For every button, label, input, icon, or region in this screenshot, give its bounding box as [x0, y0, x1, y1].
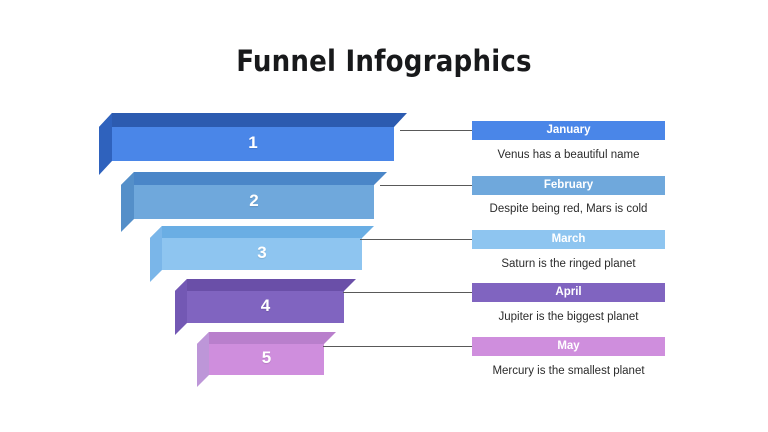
funnel-bar-5-3d	[197, 332, 336, 387]
funnel-bar-2-number: 2	[249, 191, 259, 210]
funnel-bar-2[interactable]: 2	[121, 172, 387, 232]
funnel-bar-1[interactable]: 1	[99, 113, 407, 175]
funnel-bar-4-number: 4	[260, 296, 271, 315]
funnel-bar-3-3d	[150, 226, 374, 282]
connector-line-4	[343, 292, 472, 293]
connector-line-5	[323, 346, 472, 347]
connector-line-3	[360, 239, 472, 240]
connector-line-2	[380, 185, 472, 186]
funnel-bar-1-3d	[99, 113, 407, 175]
funnel-bar-5[interactable]: 5	[197, 332, 336, 387]
funnel-bar-1-number: 1	[248, 133, 258, 152]
funnel-bar-3-number: 3	[257, 243, 267, 262]
month-label-february[interactable]: February	[472, 176, 665, 195]
description-april: Jupiter is the biggest planet	[498, 311, 639, 323]
page-title: Funnel Infographics	[236, 44, 532, 78]
funnel-bar-5-number: 5	[261, 348, 272, 367]
month-label-april[interactable]: April	[472, 283, 665, 302]
connector-line-1	[400, 130, 472, 131]
description-january: Venus has a beautiful name	[497, 149, 640, 161]
description-march: Saturn is the ringed planet	[501, 258, 636, 270]
description-february: Despite being red, Mars is cold	[489, 203, 648, 215]
month-label-march[interactable]: March	[472, 230, 665, 249]
month-label-january[interactable]: January	[472, 121, 665, 140]
funnel-bar-2-3d	[121, 172, 387, 232]
month-label-may[interactable]: May	[472, 337, 665, 356]
funnel-chart: 1 2 3 4	[99, 113, 407, 387]
funnel-bar-3[interactable]: 3	[150, 226, 374, 282]
funnel-bar-4-3d	[175, 279, 356, 335]
funnel-bar-4[interactable]: 4	[175, 279, 356, 335]
description-may: Mercury is the smallest planet	[492, 365, 645, 377]
